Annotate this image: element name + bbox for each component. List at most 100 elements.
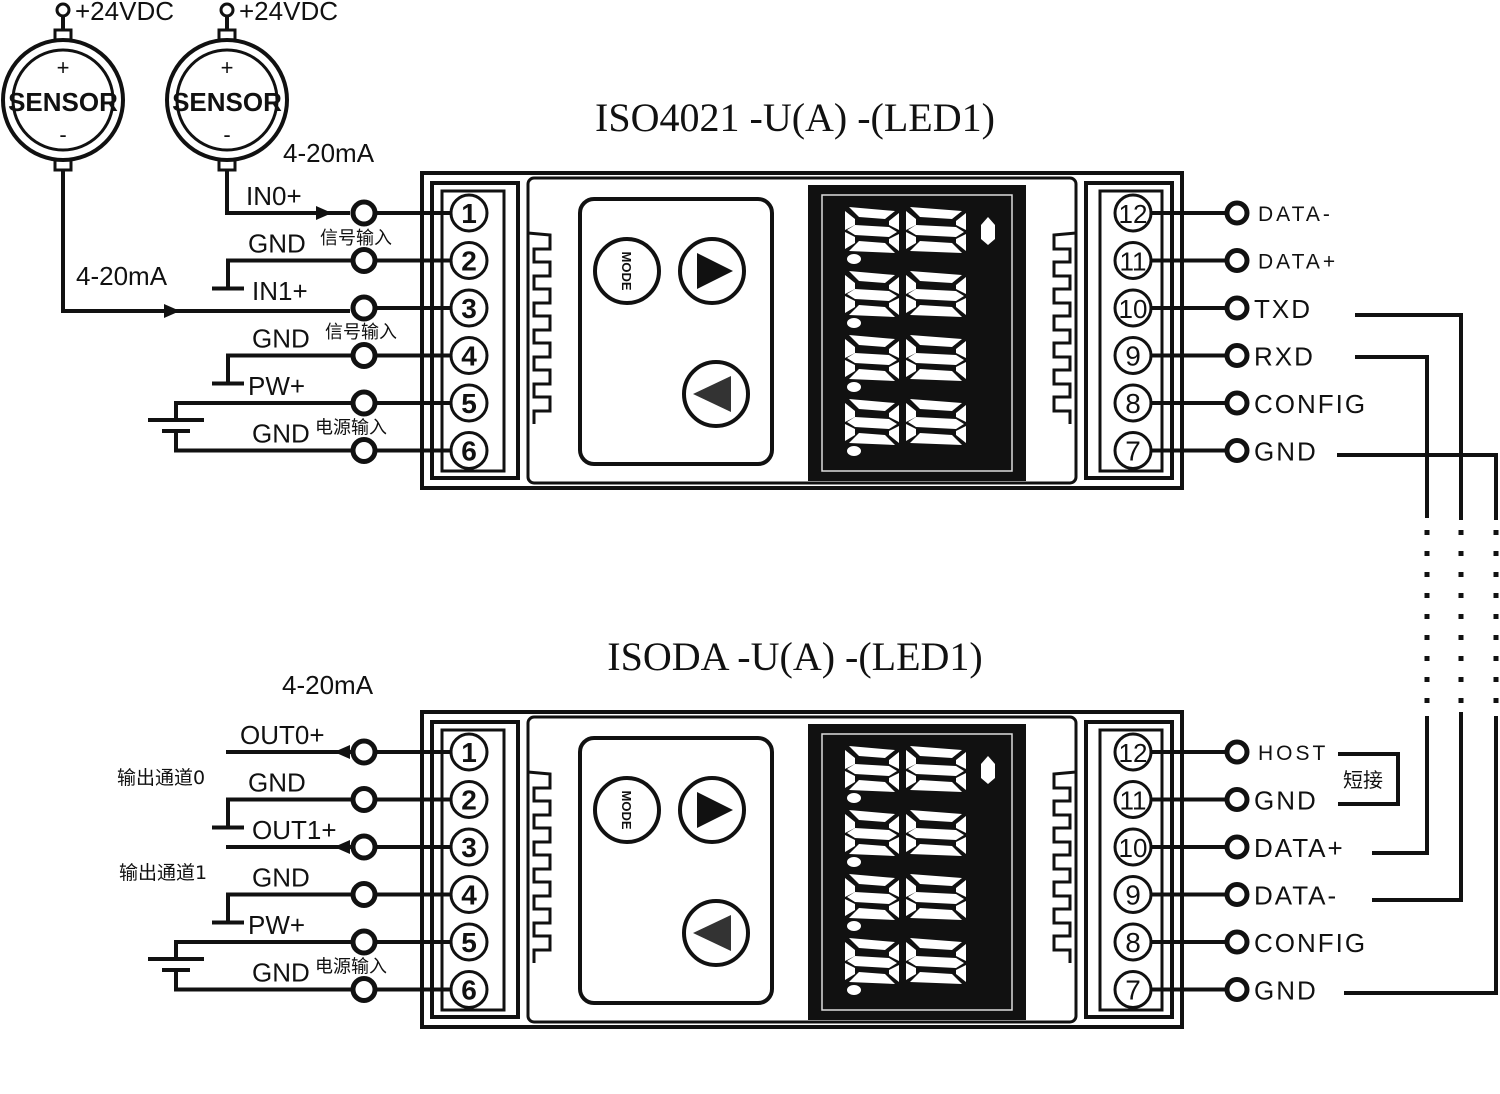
pin-label: IN0+: [246, 181, 302, 211]
right-terminal-9[interactable]: 9 DATA-: [1113, 875, 1338, 914]
pin-label: DATA-: [1258, 203, 1333, 226]
keypad-panel: [578, 197, 774, 466]
left-terminal-3[interactable]: 3 OUT1+: [252, 815, 489, 867]
pin-label: DATA+: [1254, 833, 1345, 863]
right-button[interactable]: [678, 776, 746, 844]
pin-number: 10: [1119, 833, 1148, 863]
channel-note: 输出通道1: [119, 862, 207, 884]
terminal-post-icon: [1224, 438, 1250, 463]
pin-label: GND: [252, 419, 310, 449]
pin-label: IN1+: [252, 276, 308, 306]
pin-label: OUT1+: [252, 815, 337, 845]
channel-note: 输出通道0: [117, 767, 205, 789]
play-right-icon: [697, 792, 733, 828]
pin-number: 9: [1125, 880, 1141, 911]
terminal-post-icon: [1224, 929, 1250, 955]
sensor-supply-label: +24VDC: [239, 0, 338, 26]
module-isoda: ISODA -U(A) -(LED1)MODE1OUT0+2GND3OUT1+4…: [117, 634, 1367, 1029]
pin-label: GND: [1254, 786, 1318, 816]
arrow-right-icon: [316, 206, 332, 220]
terminal-post-icon: [350, 247, 378, 274]
pin-label: DATA+: [1258, 251, 1338, 274]
left-button[interactable]: [682, 360, 750, 428]
terminal-post-icon: [350, 786, 378, 813]
terminal-post-icon: [350, 389, 378, 417]
sensor-supply-label: +24VDC: [75, 0, 174, 26]
left-terminal-5[interactable]: 5PW+: [248, 910, 489, 962]
arrow-left-icon: [334, 840, 350, 854]
terminal-post-icon: [350, 199, 378, 227]
pin-number: 11: [1120, 247, 1147, 277]
short-note: 短接: [1343, 768, 1383, 792]
pin-label: OUT0+: [240, 720, 325, 750]
left-button[interactable]: [682, 899, 750, 967]
terminal-post-icon: [350, 342, 378, 369]
mode-label: MODE: [619, 252, 634, 291]
terminal-post-icon: [350, 833, 378, 861]
right-terminal-11[interactable]: 11 GND: [1113, 780, 1318, 819]
arrow-right-icon: [164, 304, 180, 318]
right-terminal-11[interactable]: 11 DATA+: [1113, 241, 1338, 280]
pin-label: PW+: [248, 910, 305, 940]
terminal-post-icon: [350, 294, 378, 322]
module-iso4021: ISO4021 -U(A) -(LED1)MODE1IN0+2GND3IN1+4…: [148, 95, 1367, 490]
pin-label: TXD: [1254, 294, 1312, 324]
mode-button[interactable]: MODE: [593, 776, 661, 844]
pin-label: GND: [1254, 976, 1318, 1006]
sensor-name: SENSOR: [8, 87, 118, 117]
sensor-1: +24VDC + SENSOR -: [165, 0, 338, 172]
sensor-wires: 4-20mA 4-20mA: [61, 138, 375, 318]
mode-button[interactable]: MODE: [593, 237, 661, 305]
sensor-current-label: 4-20mA: [283, 138, 375, 168]
left-terminal-1[interactable]: 1 IN0+: [246, 181, 489, 233]
left-terminal-6[interactable]: 6 GND: [252, 419, 489, 470]
keypad-panel: [578, 736, 774, 1005]
terminal-post-icon: [350, 437, 378, 464]
pin-label: RXD: [1254, 342, 1315, 372]
right-button[interactable]: [678, 237, 746, 305]
pin-number: 2: [461, 246, 477, 277]
right-terminal-7[interactable]: 7 GND: [1113, 970, 1318, 1009]
left-terminal-5[interactable]: 5PW+: [248, 371, 489, 423]
terminal-post-icon: [350, 976, 378, 1003]
terminal-post-icon: [1224, 390, 1250, 416]
right-terminal-10[interactable]: 10 DATA+: [1113, 827, 1345, 867]
pin-label: GND: [252, 324, 310, 354]
left-terminal-4[interactable]: 4 GND: [252, 324, 489, 375]
pin-number: 4: [461, 341, 477, 372]
terminal-post-icon: [1224, 882, 1250, 907]
pin-label: PW+: [248, 371, 305, 401]
pin-number: 1: [461, 198, 477, 229]
pin-number: 3: [461, 832, 477, 863]
sensor-0: +24VDC + SENSOR -: [1, 0, 174, 172]
interconnect-wires: 短接: [1337, 313, 1499, 995]
pin-label: HOST: [1258, 742, 1328, 765]
pin-label: DATA-: [1254, 881, 1338, 911]
right-terminal-7[interactable]: 7 GND: [1113, 431, 1318, 470]
pin-number: 6: [461, 436, 477, 467]
terminal-post-icon: [350, 881, 378, 908]
pin-number: 11: [1120, 786, 1147, 816]
led-display: [808, 185, 1026, 481]
pin-number: 7: [1125, 975, 1141, 1006]
arrow-left-icon: [334, 745, 350, 759]
sensor-minus-label: -: [59, 122, 66, 147]
play-right-icon: [697, 253, 733, 289]
terminal-post-icon: [350, 738, 378, 766]
led-display: [808, 724, 1026, 1020]
pin-number: 7: [1125, 436, 1141, 467]
pin-label: GND: [1254, 437, 1318, 467]
